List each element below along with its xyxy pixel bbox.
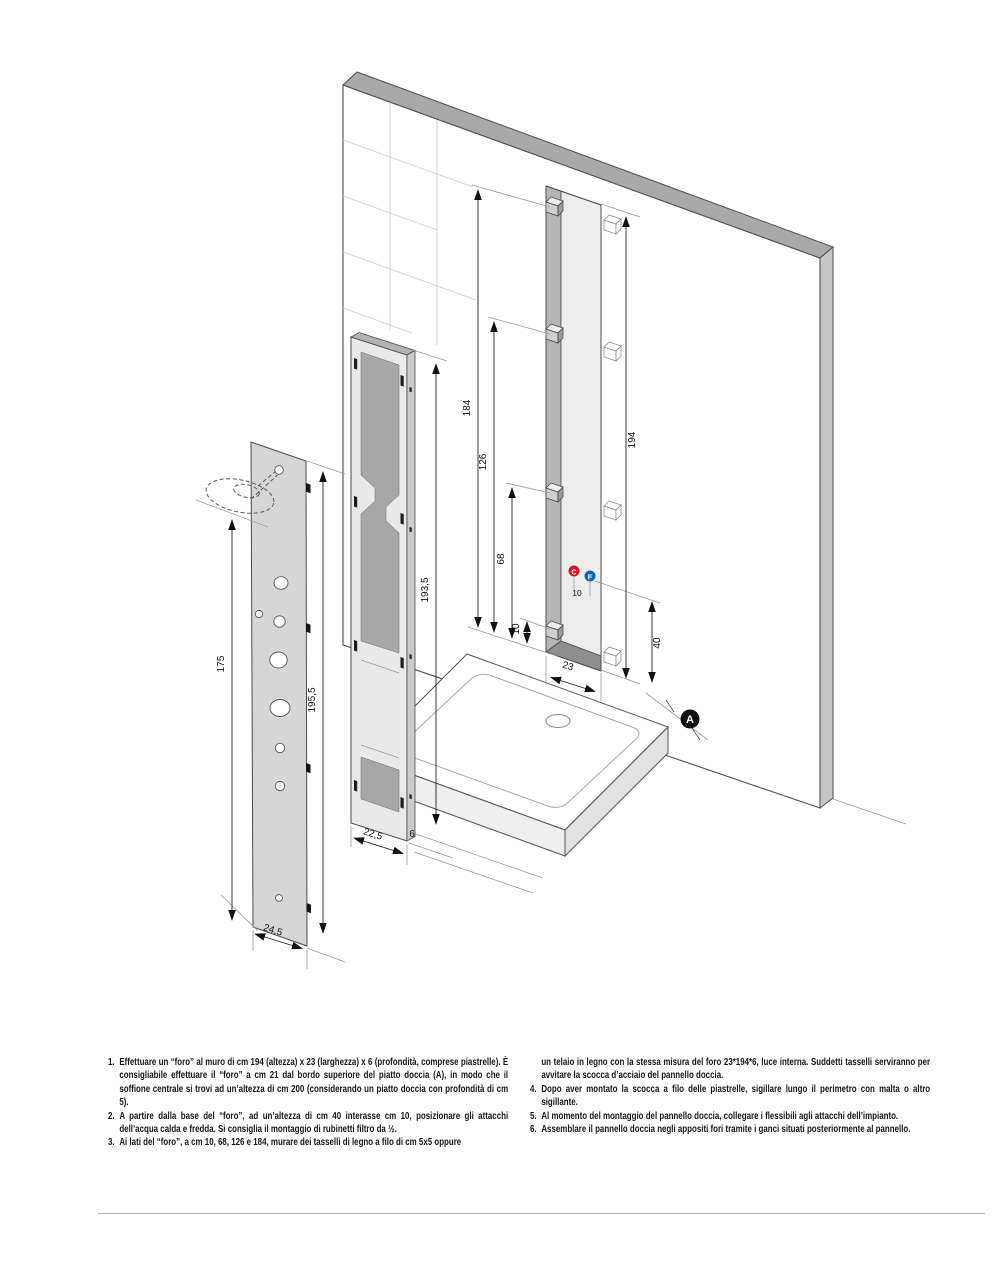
instruction-item-3: 3. Ai lati del “foro”, a cm 10, 68, 126 … — [108, 1136, 508, 1149]
instruction-item-2: 2. A partire dalla base del “foro”, ad u… — [108, 1110, 508, 1137]
dim-label-194: 194 — [627, 431, 638, 448]
instruction-text: A partire dalla base del “foro”, ad un’a… — [119, 1109, 509, 1136]
dim-label-interasse: 10 — [572, 588, 582, 598]
technical-drawing: 184 126 68 10 194 40 193,5 175 195,5 23 … — [195, 71, 907, 969]
badge-tray: A — [680, 709, 700, 729]
dim-label-23: 23 — [561, 660, 575, 674]
tray-rim — [399, 673, 640, 808]
dim-label-40: 40 — [652, 637, 663, 649]
badge-tray-label: A — [686, 714, 694, 726]
dim-22-5 — [353, 837, 404, 855]
steel-frame — [350, 332, 416, 842]
dim-label-6: 6 — [409, 829, 415, 840]
instruction-text: Al momento del montaggio del pannello do… — [541, 1109, 899, 1122]
wood-blocks-left — [545, 196, 564, 641]
instruction-text: un telaio in legno con la stessa misura … — [541, 1056, 931, 1082]
instruction-number: 5. — [530, 1109, 537, 1122]
wall-niche — [545, 185, 602, 672]
dim-label-175: 175 — [216, 655, 227, 672]
instruction-number: 2. — [108, 1109, 115, 1122]
instruction-text: Effettuare un “foro” al muro di cm 194 (… — [119, 1056, 509, 1109]
instruction-item-4: 4. Dopo aver montato la scocca a filo de… — [530, 1083, 930, 1110]
instruction-number: 4. — [530, 1082, 537, 1095]
frame-opening — [360, 351, 400, 654]
dim-23 — [550, 676, 596, 693]
dim-24-5 — [254, 933, 303, 950]
badge-hot-label: C — [571, 567, 577, 576]
dim-label-193-5: 193,5 — [420, 577, 431, 602]
badge-hot-water: C — [568, 565, 580, 577]
instruction-number — [530, 1056, 541, 1083]
instruction-item-5: 5. Al momento del montaggio del pannello… — [530, 1110, 930, 1123]
footer-divider — [98, 1213, 985, 1214]
wood-blocks-right — [603, 214, 622, 667]
instruction-item-3-continued: un telaio in legno con la stessa misura … — [530, 1056, 930, 1083]
dim-label-195-5: 195,5 — [307, 687, 318, 712]
dim-label-68: 68 — [496, 553, 507, 565]
tile-grid — [342, 103, 477, 345]
drain — [545, 714, 571, 728]
instruction-number: 1. — [108, 1056, 115, 1068]
instruction-text: Assemblare il pannello doccia negli appo… — [541, 1123, 911, 1136]
instructions-column-right: un telaio in legno con la stessa misura … — [530, 1056, 930, 1136]
instruction-text: Ai lati del “foro”, a cm 10, 68, 126 e 1… — [119, 1136, 462, 1149]
instructions-column-left: 1. Effettuare un “foro” al muro di cm 19… — [108, 1056, 508, 1150]
instruction-item-1: 1. Effettuare un “foro” al muro di cm 19… — [108, 1056, 508, 1110]
badge-cold-label: F — [588, 572, 593, 581]
panel-hooks — [306, 483, 311, 914]
extension-lines — [195, 184, 709, 969]
badge-cold-water: F — [584, 570, 596, 582]
instruction-text: Dopo aver montato la scocca a filo delle… — [541, 1082, 931, 1109]
instruction-number: 6. — [530, 1123, 537, 1136]
shower-panel — [205, 441, 311, 947]
showerhead-dashed — [205, 471, 278, 514]
frame-slots — [354, 358, 412, 809]
floor-lines — [409, 798, 907, 894]
dim-label-184: 184 — [462, 399, 473, 416]
dim-label-10: 10 — [511, 623, 522, 635]
dim-label-126: 126 — [478, 453, 489, 470]
dimension-lines — [228, 189, 656, 950]
instruction-item-6: 6. Assemblare il pannello doccia negli a… — [530, 1123, 930, 1136]
instruction-number: 3. — [108, 1136, 115, 1149]
panel-holes — [254, 465, 291, 902]
